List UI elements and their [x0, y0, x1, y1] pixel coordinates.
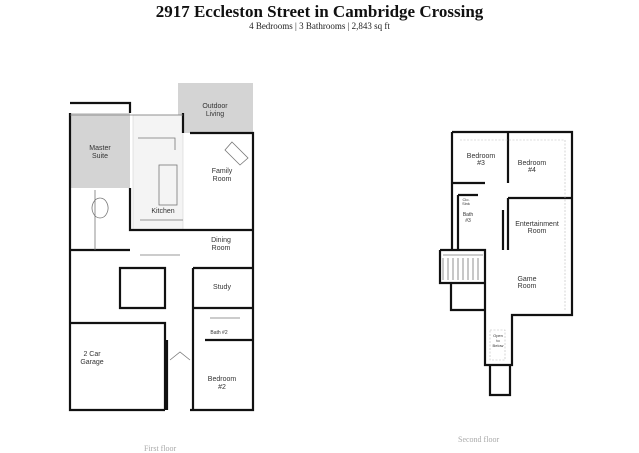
svg-text:Bedroom#3: Bedroom#3 [467, 153, 496, 167]
second-floor-label: Second floor [458, 435, 500, 444]
svg-text:Clo.Sink: Clo.Sink [462, 197, 470, 206]
svg-text:Bedroom#4: Bedroom#4 [518, 160, 547, 174]
kitchen-island [158, 164, 178, 206]
svg-text:Bath#3: Bath#3 [463, 212, 474, 224]
svg-text:Bath #2: Bath #2 [210, 330, 227, 336]
second-floor-plan [438, 130, 574, 397]
home-specs: 4 Bedrooms | 3 Bathrooms | 2,843 sq ft [249, 21, 390, 31]
page-title: 2917 Eccleston Street in Cambridge Cross… [155, 2, 484, 21]
master-suite-area [70, 113, 130, 188]
svg-text:Study: Study [213, 284, 231, 291]
first-floor-label: First floor [144, 444, 177, 453]
svg-text:Bedroom#2: Bedroom#2 [208, 376, 237, 391]
svg-text:Kitchen: Kitchen [151, 208, 174, 215]
outdoor-living-area [178, 83, 253, 133]
kitchen-tile [132, 114, 184, 231]
first-floor-plan [68, 83, 255, 412]
